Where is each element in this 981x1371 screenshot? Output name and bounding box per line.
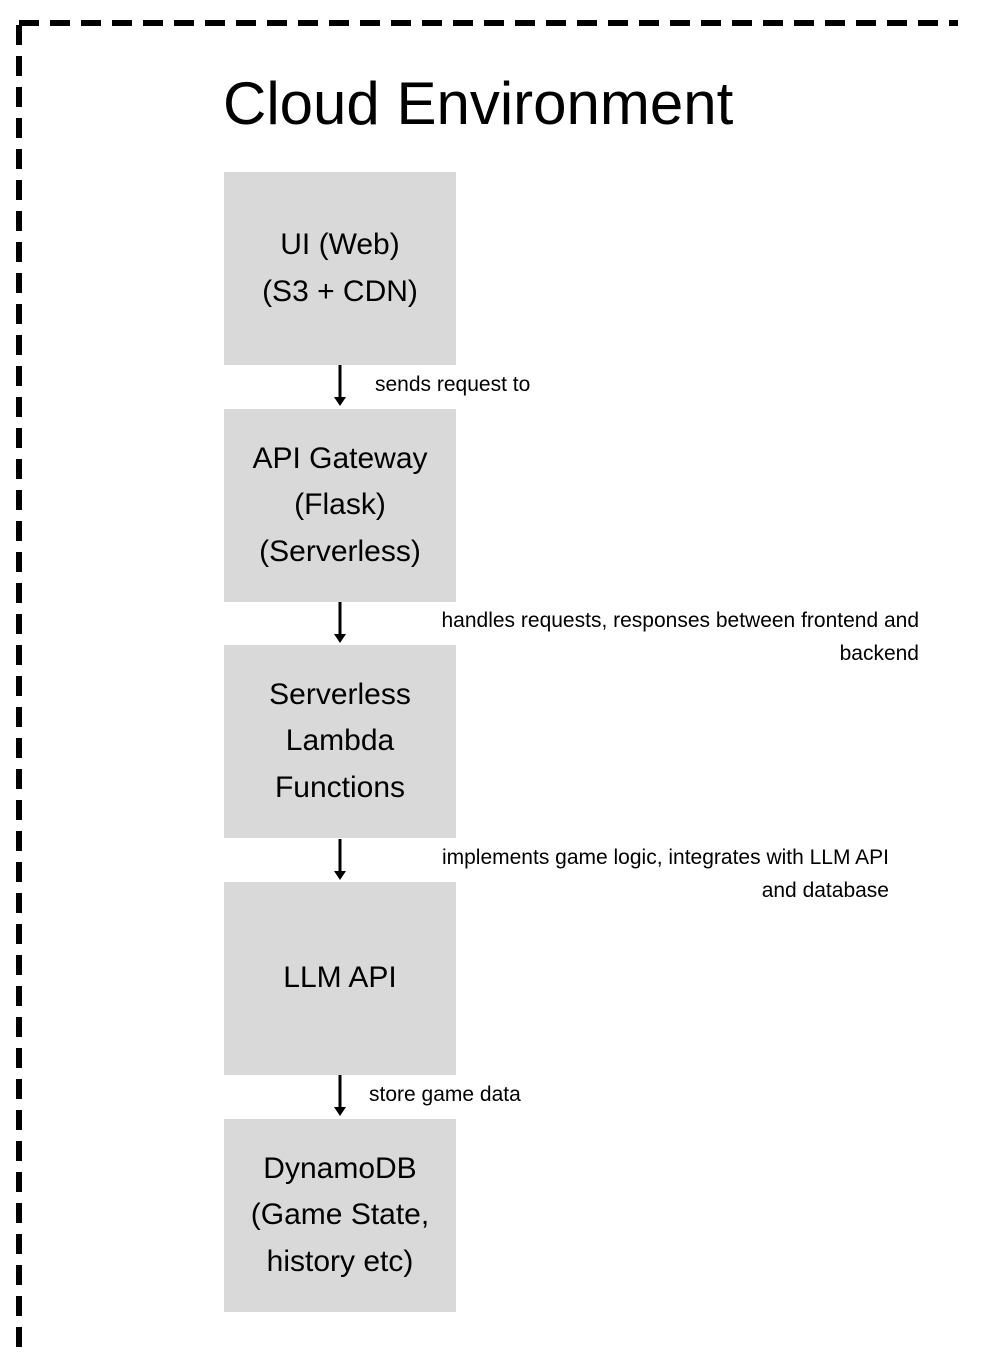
node-label: LLM API <box>283 961 397 995</box>
cloud-environment-boundary <box>16 20 958 1350</box>
node-label: DynamoDB (Game State, history etc) <box>250 1151 430 1278</box>
node-label: UI (Web) (S3 + CDN) <box>262 228 418 308</box>
node-ui-web: UI (Web) (S3 + CDN) <box>224 172 456 365</box>
edge-label-store-data: store game data <box>369 1083 521 1106</box>
dashed-border <box>16 20 958 1350</box>
edge-label-handles-requests: handles requests, responses between fron… <box>441 609 920 665</box>
edge-label-sends-request: sends request to <box>375 373 531 396</box>
diagram-title: Cloud Environment <box>223 70 734 137</box>
node-llm-api: LLM API <box>224 882 456 1075</box>
node-label: API Gateway (Flask) (Serverless) <box>252 441 428 568</box>
arrow-down-icon <box>334 365 346 406</box>
node-lambda-functions: Serverless Lambda Functions <box>224 645 456 838</box>
arrow-down-icon <box>334 602 346 643</box>
node-dynamodb: DynamoDB (Game State, history etc) <box>224 1119 456 1312</box>
edge-label-game-logic: implements game logic, integrates with L… <box>441 846 889 902</box>
arrow-down-icon <box>334 1075 346 1116</box>
node-label: Serverless Lambda Functions <box>269 677 411 804</box>
arrow-down-icon <box>334 839 346 880</box>
node-api-gateway: API Gateway (Flask) (Serverless) <box>224 409 456 602</box>
